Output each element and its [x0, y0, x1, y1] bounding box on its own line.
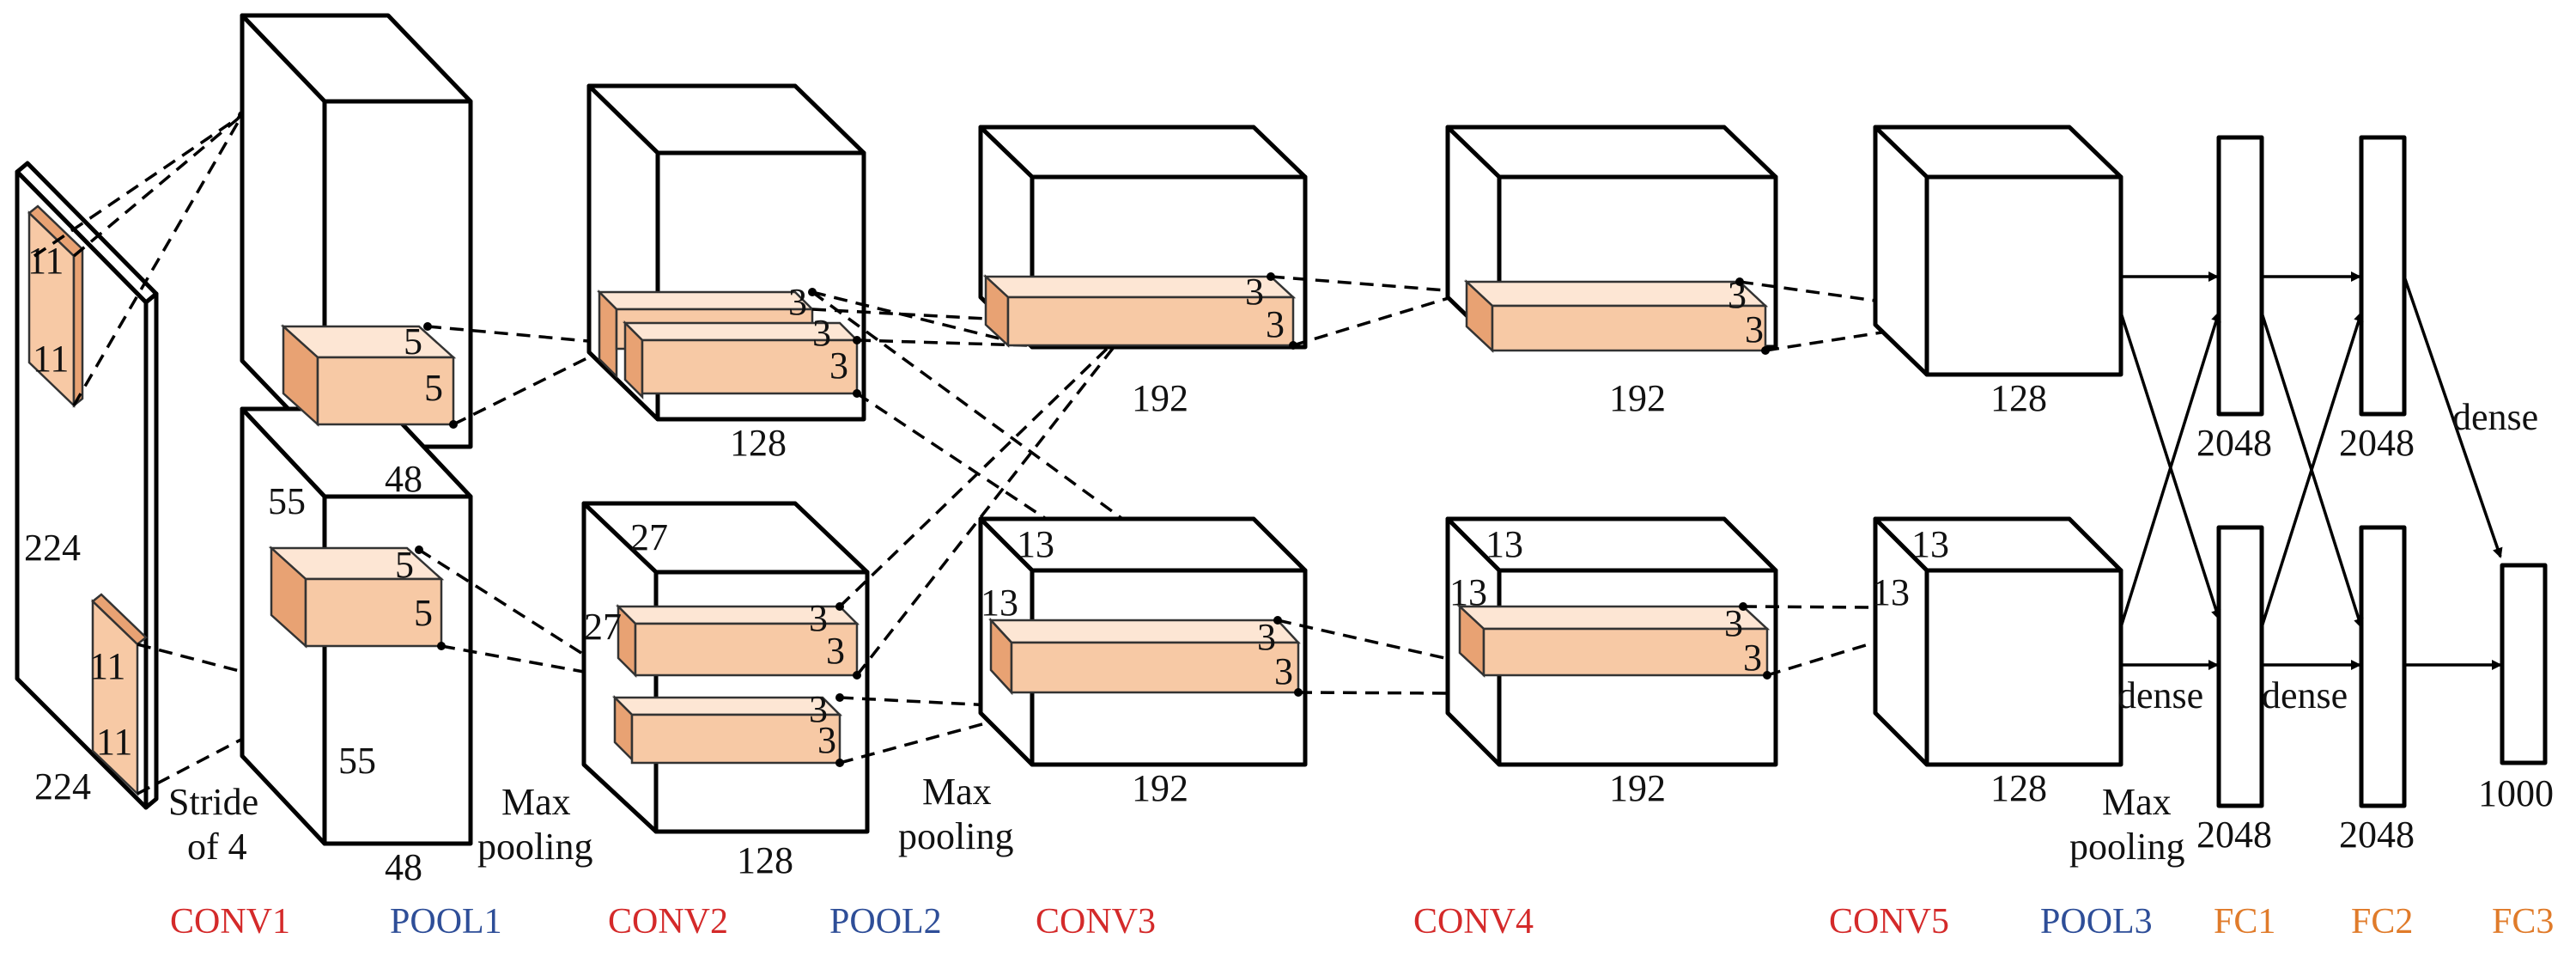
conv3-top-depth: 192: [1132, 377, 1188, 419]
conv1-top-depth: 48: [385, 458, 422, 500]
fc2-top-block: [2359, 135, 2407, 417]
conv4-top-kernel: [1463, 279, 1769, 353]
conv4-bottom-kernel: [1456, 604, 1771, 678]
pool3-text-line2: pooling: [2069, 826, 2184, 868]
stage-label-fc1: FC1: [2214, 902, 2275, 942]
pool1-text-line2: pooling: [477, 826, 592, 868]
conv1-kernel-c: 5: [395, 544, 414, 586]
conv2-spatial: 27: [630, 516, 668, 558]
conv2-k4: 3: [829, 344, 848, 387]
conv1-spatial-2: 55: [338, 740, 376, 782]
stage-label-pool2: POOL2: [829, 902, 942, 942]
stride-label-line1: Stride: [168, 781, 258, 823]
fc1-bottom-block: [2216, 525, 2264, 808]
conv3-k4: 3: [1274, 650, 1293, 692]
conv3-k1: 3: [1245, 271, 1264, 313]
conv2-k6: 3: [826, 630, 845, 672]
conv1-kernel-d: 5: [414, 592, 433, 634]
fc-arrows: [2119, 271, 2503, 670]
fc3-size: 1000: [2478, 772, 2554, 814]
fc1-top-block: [2216, 135, 2264, 417]
stage-label-conv2: CONV2: [608, 902, 728, 942]
conv4-top-depth: 192: [1609, 377, 1666, 419]
conv4-bottom-depth: 192: [1609, 767, 1666, 809]
dense-label-b: dense: [2262, 674, 2348, 716]
conv2-k1: 3: [788, 281, 807, 323]
conv3-spatial-2: 13: [981, 582, 1018, 624]
conv1-spatial: 55: [268, 480, 306, 522]
conv2-spatial-2: 27: [584, 606, 622, 648]
conv4-k3: 3: [1724, 602, 1743, 644]
input-kernel2-height-label: 11: [89, 645, 125, 687]
fc2-bottom-size: 2048: [2339, 814, 2415, 856]
conv1-top-kernel: [280, 324, 457, 427]
pool2-text-line1: Max: [922, 771, 992, 813]
pool1-text-line1: Max: [501, 781, 571, 823]
conv4-k4: 3: [1743, 637, 1762, 679]
stage-label-fc3: FC3: [2492, 902, 2554, 942]
conv1-bottom-depth: 48: [385, 846, 422, 888]
pool3-text-line1: Max: [2102, 781, 2172, 823]
stage-label-conv4: CONV4: [1413, 902, 1534, 942]
conv5-spatial-2: 13: [1872, 571, 1910, 613]
fc3-block: [2500, 563, 2548, 765]
fc1-bottom-size: 2048: [2196, 814, 2272, 856]
conv3-bottom-kernel: [988, 617, 1301, 696]
conv3-bottom-depth: 192: [1132, 767, 1188, 809]
conv3-spatial: 13: [1017, 523, 1054, 565]
dense-label-a: dense: [2117, 674, 2203, 716]
conv1-kernel-b: 5: [424, 367, 443, 409]
conv5-spatial: 13: [1911, 523, 1949, 565]
stage-label-conv3: CONV3: [1036, 902, 1156, 942]
input-kernel-height-label: 11: [27, 240, 64, 282]
conv2-k7: 3: [809, 688, 828, 730]
conv5-top-block: [1873, 125, 2123, 377]
stage-label-pool1: POOL1: [390, 902, 502, 942]
conv5-bottom-block: [1873, 516, 2123, 767]
fc2-bottom-block: [2359, 525, 2407, 808]
fc1-top-size: 2048: [2196, 422, 2272, 464]
conv5-bottom-depth: 128: [1990, 767, 2047, 809]
input-image: [15, 161, 159, 810]
dense-label-c: dense: [2452, 396, 2538, 438]
pool2-text-line2: pooling: [898, 815, 1013, 857]
conv1-kernel-a: 5: [404, 320, 422, 363]
conv5-top-depth: 128: [1990, 377, 2047, 419]
conv2-top-depth: 128: [730, 422, 787, 464]
conv3-k3: 3: [1257, 616, 1276, 658]
input-height-label: 224: [24, 527, 81, 569]
stage-label-conv5: CONV5: [1829, 902, 1949, 942]
conv1-to-conv2-lines: [415, 322, 626, 683]
input-kernel2-width-label: 11: [96, 721, 132, 763]
stage-labels: CONV1 POOL1 CONV2 POOL2 CONV3 CONV4 CONV5 POOL3…: [170, 902, 2554, 942]
conv2-k8: 3: [817, 719, 836, 761]
stride-label-line2: of 4: [187, 826, 247, 868]
conv2-bottom-kernels: [611, 603, 860, 765]
conv2-k5: 3: [809, 597, 828, 639]
stage-label-pool3: POOL3: [2040, 902, 2153, 942]
stage-label-fc2: FC2: [2351, 902, 2413, 942]
conv4-spatial: 13: [1485, 523, 1523, 565]
input-kernel-width-label: 11: [33, 338, 69, 380]
conv3-k2: 3: [1266, 303, 1285, 345]
fc2-top-size: 2048: [2339, 422, 2415, 464]
input-width-label: 224: [34, 765, 91, 808]
conv2-k2: 3: [812, 312, 831, 354]
stage-label-conv1: CONV1: [170, 902, 290, 942]
conv4-k2: 3: [1745, 308, 1764, 350]
conv2-bottom-depth: 128: [737, 839, 793, 881]
conv4-spatial-2: 13: [1449, 571, 1487, 613]
